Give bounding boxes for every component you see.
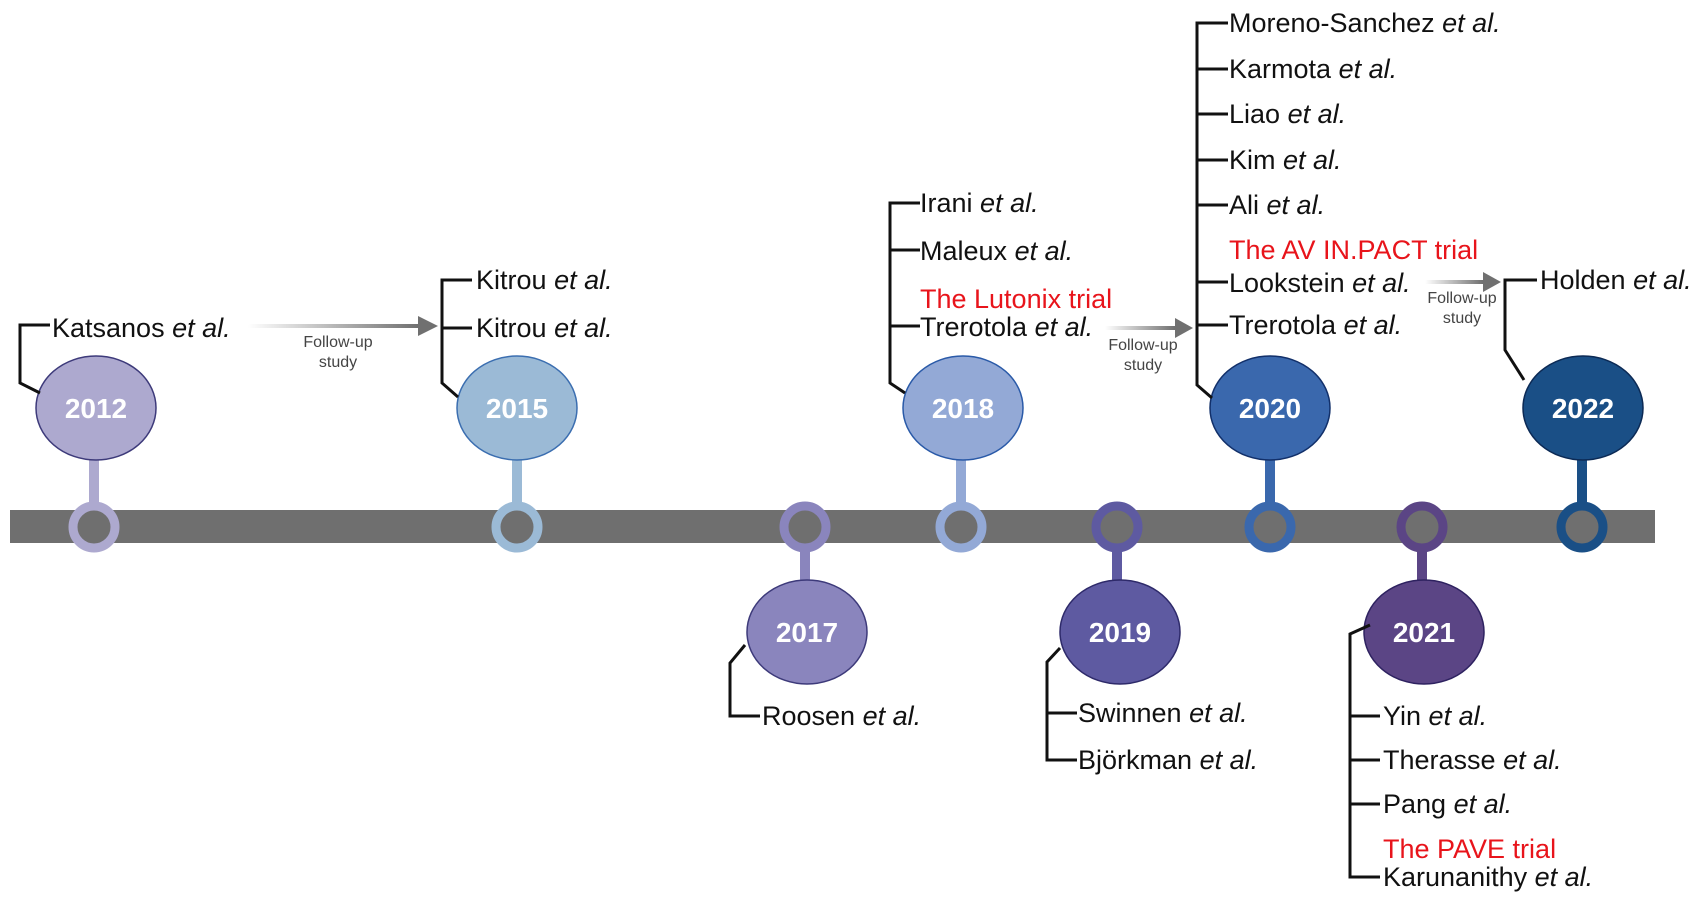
trial-label-pave: The PAVE trial [1383, 834, 1556, 864]
reference-roosen: Roosen et al. [762, 701, 921, 731]
reference-katsanos: Katsanos et al. [52, 313, 231, 343]
timeline-node-2022 [1556, 501, 1608, 553]
connector [800, 543, 810, 583]
year-label-2019: 2019 [1089, 617, 1151, 648]
timeline-node-2021 [1396, 501, 1448, 553]
follow-up-label-line1: Follow-up [303, 334, 372, 351]
reference-karunanithy: Karunanithy et al. [1383, 862, 1593, 892]
timeline-node-2018 [935, 501, 987, 553]
bracket [888, 201, 920, 395]
reference-swinnen: Swinnen et al. [1078, 698, 1248, 728]
year-group-2018: 2018 Irani et al. Maleux et al. The Luto… [888, 188, 1112, 553]
follow-up-arrow-3: Follow-up study [1425, 272, 1501, 327]
follow-up-arrow-1: Follow-up study [248, 316, 438, 371]
follow-up-label-line1: Follow-up [1427, 290, 1496, 307]
year-group-2020: 2020 Moreno-Sanchez et al. Karmota et al… [1195, 8, 1501, 553]
connector [1265, 458, 1275, 510]
year-label-2012: 2012 [65, 393, 127, 424]
connector [956, 458, 966, 510]
year-label-2021: 2021 [1393, 617, 1455, 648]
reference-liao: Liao et al. [1229, 99, 1346, 129]
year-bubble-2020 [1209, 355, 1331, 461]
reference-maleux: Maleux et al. [920, 236, 1073, 266]
year-group-2012: 2012 Katsanos et al. [18, 313, 231, 553]
bracket [1503, 278, 1537, 381]
reference-pang: Pang et al. [1383, 789, 1512, 819]
connector [89, 458, 99, 510]
reference-ali: Ali et al. [1229, 190, 1325, 220]
reference-trerotola-2018: Trerotola et al. [920, 312, 1093, 342]
timeline-node-2017 [779, 501, 831, 553]
follow-up-arrow-2: Follow-up study [1105, 318, 1193, 374]
year-bubble-2017 [746, 579, 868, 685]
year-group-2017: 2017 Roosen et al. [728, 501, 921, 731]
year-label-2022: 2022 [1552, 393, 1614, 424]
follow-up-label-line2: study [1443, 310, 1481, 327]
reference-karmota: Karmota et al. [1229, 54, 1397, 84]
timeline-node-2020 [1244, 501, 1296, 553]
bracket [18, 323, 50, 395]
reference-yin: Yin et al. [1383, 701, 1487, 731]
timeline-node-2019 [1091, 501, 1143, 553]
year-group-2022: 2022 Holden et al. [1503, 265, 1692, 553]
connector [1112, 543, 1122, 583]
year-label-2017: 2017 [776, 617, 838, 648]
reference-irani: Irani et al. [920, 188, 1039, 218]
trial-label-lutonix: The Lutonix trial [920, 284, 1112, 314]
timeline-node-2012 [68, 501, 120, 553]
reference-kitrou-2: Kitrou et al. [476, 313, 613, 343]
year-bubble-2018 [902, 355, 1024, 461]
timeline-node-2015 [491, 501, 543, 553]
year-bubble-2021 [1363, 579, 1485, 685]
year-label-2018: 2018 [932, 393, 994, 424]
bracket [1195, 21, 1228, 400]
follow-up-label-line2: study [319, 354, 357, 371]
bracket [728, 644, 760, 718]
reference-kitrou-1: Kitrou et al. [476, 265, 613, 295]
trial-label-av-inpact: The AV IN.PACT trial [1229, 235, 1478, 265]
connector [1577, 458, 1587, 510]
year-label-2015: 2015 [486, 393, 548, 424]
follow-up-label-line2: study [1124, 357, 1162, 374]
reference-holden: Holden et al. [1540, 265, 1692, 295]
year-bubble-2012 [35, 355, 157, 461]
year-group-2015: 2015 Kitrou et al. Kitrou et al. [440, 265, 613, 553]
year-bubble-2019 [1059, 579, 1181, 685]
reference-lookstein: Lookstein et al. [1229, 268, 1411, 298]
timeline-bar [10, 510, 1655, 543]
bracket [440, 278, 472, 399]
follow-up-label-line1: Follow-up [1108, 337, 1177, 354]
reference-bjorkman: Björkman et al. [1078, 745, 1258, 775]
year-bubble-2022 [1522, 355, 1644, 461]
connector [1417, 543, 1427, 583]
reference-therasse: Therasse et al. [1383, 745, 1562, 775]
reference-kim: Kim et al. [1229, 145, 1342, 175]
year-group-2019: 2019 Swinnen et al. Björkman et al. [1045, 501, 1258, 775]
bracket [1045, 646, 1077, 762]
year-bubble-2015 [456, 355, 578, 461]
year-label-2020: 2020 [1239, 393, 1301, 424]
connector [512, 458, 522, 510]
reference-trerotola-2020: Trerotola et al. [1229, 310, 1402, 340]
reference-moreno-sanchez: Moreno-Sanchez et al. [1229, 8, 1501, 38]
bracket [1348, 623, 1380, 879]
year-group-2021: 2021 Yin et al. Therasse et al. Pang et … [1348, 501, 1593, 892]
